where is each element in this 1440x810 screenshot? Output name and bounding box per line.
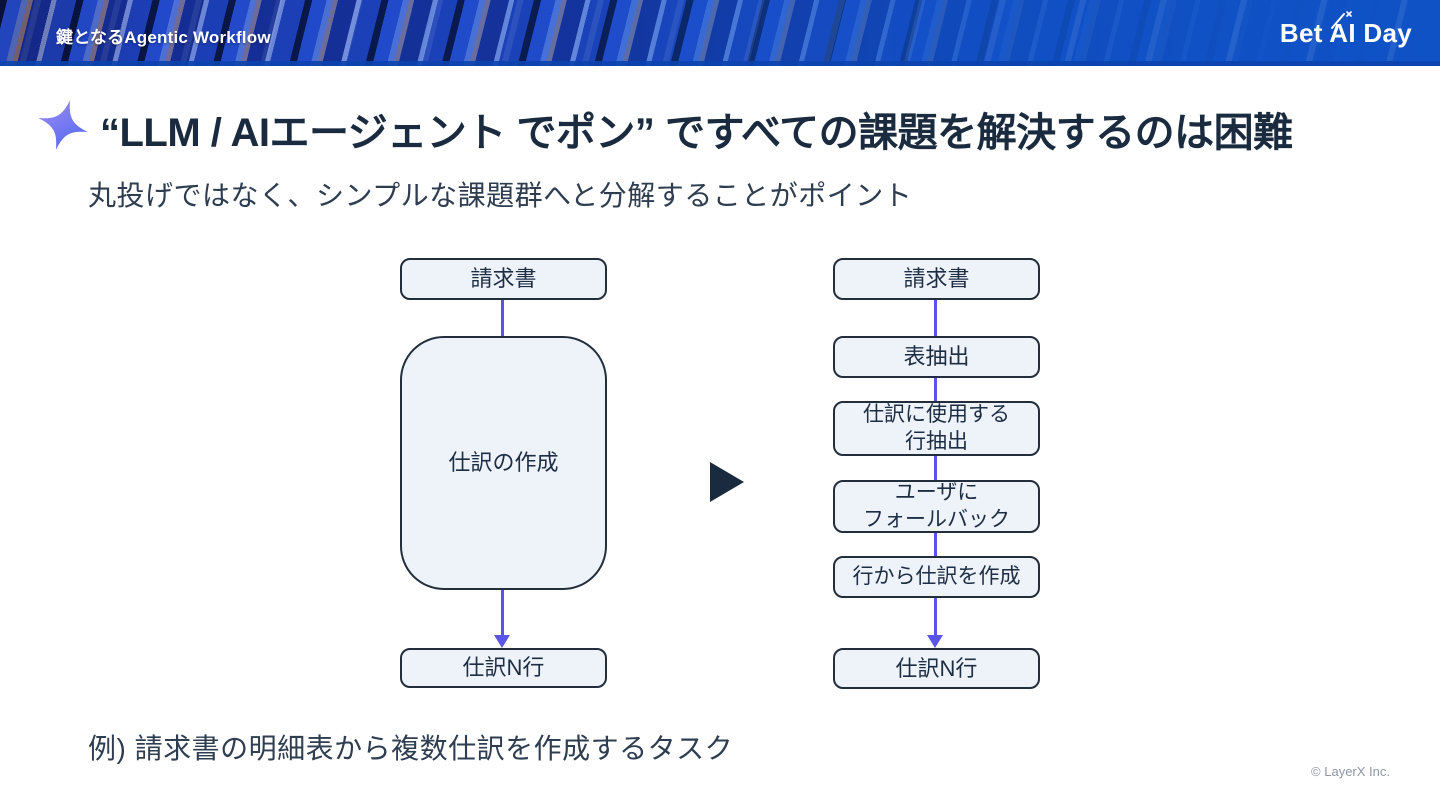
header-band: 鍵となるAgentic Workflow Bet AI Day	[0, 0, 1440, 66]
left-flow-node-invoice: 請求書	[400, 258, 607, 300]
transform-arrow-icon	[710, 462, 744, 502]
right-flow-connector-5	[934, 598, 937, 636]
left-flow-connector-1	[501, 300, 504, 336]
header-bottom-strip	[0, 61, 1440, 66]
logo-sparkle-icon	[1328, 6, 1354, 37]
right-flow-connector-3	[934, 456, 937, 480]
bet-ai-day-logo: Bet AI Day	[1279, 11, 1412, 49]
subtitle: 丸投げではなく、シンプルな課題群へと分解することがポイント	[88, 180, 913, 211]
footer-copyright: © LayerX Inc.	[1311, 764, 1390, 779]
right-flow-node-row-extract: 仕訳に使用する 行抽出	[833, 401, 1040, 456]
right-flow-node-table-extract: 表抽出	[833, 336, 1040, 378]
section-title: 鍵となるAgentic Workflow	[56, 28, 271, 47]
right-flow-arrowhead-icon	[927, 635, 943, 648]
left-flow-node-journal-rows: 仕訳N行	[400, 648, 607, 688]
left-flow-connector-2	[501, 590, 504, 636]
right-flow-connector-4	[934, 533, 937, 556]
right-flow-node-invoice: 請求書	[833, 258, 1040, 300]
right-flow-node-create-journal-from-rows: 行から仕訳を作成	[833, 556, 1040, 598]
logo-text: Bet AI Day	[1279, 18, 1412, 48]
header-background-fade	[0, 0, 1440, 66]
right-flow-connector-2	[934, 378, 937, 401]
page-title: “LLM / AIエージェント でポン” ですべての課題を解決するのは困難	[100, 111, 1293, 155]
right-flow-connector-1	[934, 300, 937, 336]
right-flow-node-user-fallback: ユーザに フォールバック	[833, 480, 1040, 533]
left-flow-node-journal-creation: 仕訳の作成	[400, 336, 607, 590]
sparkle-icon	[36, 98, 90, 152]
left-flow-arrowhead-icon	[494, 635, 510, 648]
example-note: 例) 請求書の明細表から複数仕訳を作成するタスク	[88, 733, 734, 764]
header-background-sheen	[0, 0, 1440, 66]
right-flow-node-journal-rows: 仕訳N行	[833, 648, 1040, 689]
